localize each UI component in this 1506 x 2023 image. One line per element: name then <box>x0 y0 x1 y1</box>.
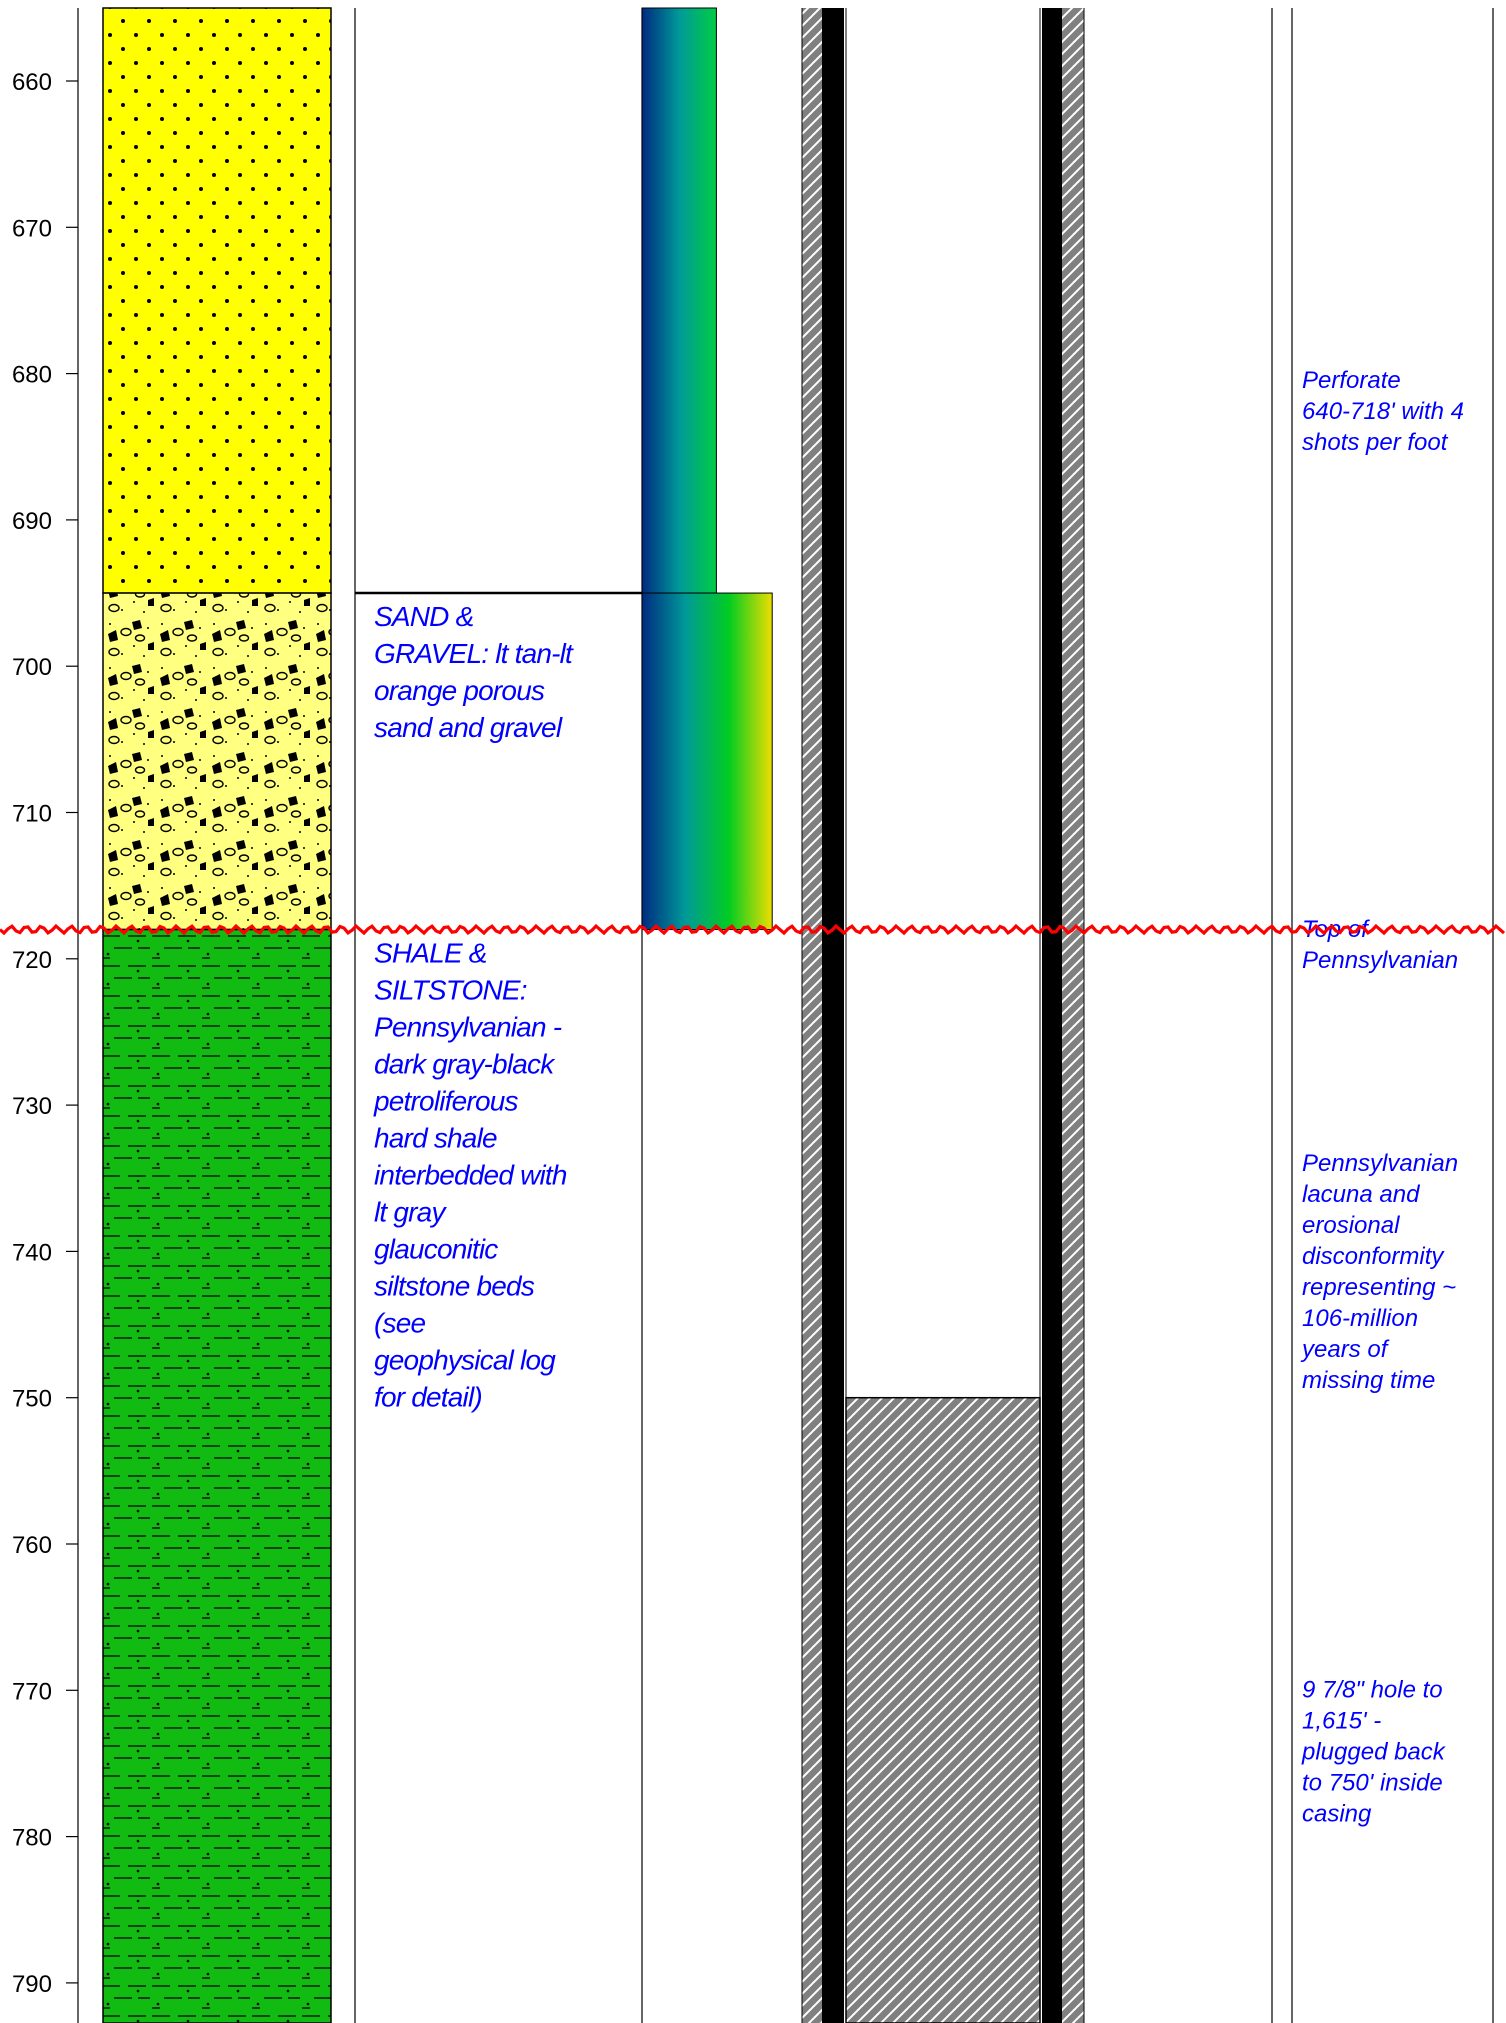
well-note: Pennsylvanian lacuna and erosional disconfo… <box>1300 1150 1458 1394</box>
depth-tick-label: 790 <box>12 1971 52 1998</box>
depth-tick-label: 780 <box>12 1825 52 1852</box>
note-line: 640-718' with 4 <box>1302 398 1464 425</box>
note-line: erosional <box>1302 1212 1400 1239</box>
description-line: hard shale <box>374 1123 497 1154</box>
depth-tick-label: 700 <box>12 654 52 681</box>
lithology-sand <box>102 7 332 594</box>
description-line: glauconitic <box>374 1234 498 1265</box>
description-line: lt gray <box>374 1197 447 1228</box>
depth-tick-label: 720 <box>12 947 52 974</box>
depth-tick-label: 660 <box>12 69 52 96</box>
description-line: dark gray-black <box>374 1049 556 1080</box>
description-line: for detail) <box>374 1382 482 1413</box>
depth-tick-label: 750 <box>12 1386 52 1413</box>
description-line: SAND & <box>374 601 474 632</box>
note-line: missing time <box>1302 1367 1435 1394</box>
unconformity-line <box>0 923 1506 936</box>
depth-tick-label: 680 <box>12 362 52 389</box>
gradient-bar <box>641 592 773 931</box>
description-line: interbedded with <box>374 1160 567 1191</box>
description-line: sand and gravel <box>374 712 563 743</box>
cement-annulus-right <box>1062 8 1084 2023</box>
note-line: 9 7/8" hole to <box>1302 1677 1443 1704</box>
note-line: 106-million <box>1302 1305 1418 1332</box>
note-line: representing ~ <box>1302 1274 1456 1301</box>
casing-wall-right <box>1042 8 1064 2023</box>
description-line: Pennsylvanian - <box>374 1012 562 1043</box>
description-line: (see <box>374 1308 425 1339</box>
note-line: years of <box>1300 1336 1390 1363</box>
lithology-description: SHALE & SILTSTONE: Pennsylvanian - dark gra… <box>373 938 567 1413</box>
well-construction-column <box>801 8 1085 2023</box>
note-line: Pennsylvanian <box>1302 1150 1458 1177</box>
gradient-bar <box>641 7 717 594</box>
cement-annulus-left <box>802 8 824 2023</box>
depth-tick-label: 690 <box>12 508 52 535</box>
depth-axis: 660 670 680 690 700 710 720 730 740 750 760 770 780 7… <box>12 69 78 1998</box>
well-notes-column: Perforate 640-718' with 4 shots per footTo… <box>1300 367 1464 1827</box>
depth-tick-label: 770 <box>12 1678 52 1705</box>
unconformity-wavy-line <box>0 923 1506 936</box>
description-line: SILTSTONE: <box>374 975 527 1006</box>
description-line: GRAVEL: lt tan-lt <box>374 638 574 669</box>
note-line: Pennsylvanian <box>1302 947 1458 974</box>
casing-wall-left <box>822 8 844 2023</box>
note-line: shots per foot <box>1302 429 1449 456</box>
note-line: lacuna and <box>1302 1181 1420 1208</box>
well-note: Perforate 640-718' with 4 shots per foot <box>1302 367 1464 456</box>
note-line: casing <box>1302 1801 1372 1828</box>
lithology-description-column: SAND & GRAVEL: lt tan-lt orange porous sand… <box>355 591 642 1413</box>
cement-plug <box>845 1396 1041 2023</box>
note-line: Perforate <box>1302 367 1401 394</box>
depth-tick-label: 670 <box>12 215 52 242</box>
description-line: geophysical log <box>374 1345 556 1376</box>
lithology-column <box>102 7 332 2023</box>
note-line: to 750' inside <box>1302 1770 1443 1797</box>
description-line: orange porous <box>374 675 545 706</box>
description-line: petroliferous <box>373 1086 518 1117</box>
gradient-bar-column <box>641 7 773 931</box>
note-line: disconformity <box>1302 1243 1445 1270</box>
description-line: SHALE & <box>374 938 487 969</box>
depth-tick-label: 760 <box>12 1532 52 1559</box>
depth-tick-label: 730 <box>12 1093 52 1120</box>
note-line: plugged back <box>1301 1739 1447 1766</box>
lithology-shale-and-siltstone <box>102 928 332 2023</box>
description-line: siltstone beds <box>374 1271 535 1302</box>
depth-tick-label: 740 <box>12 1239 52 1266</box>
depth-tick-label: 710 <box>12 801 52 828</box>
lithology-sand-and-gravel <box>102 592 332 931</box>
well-note: 9 7/8" hole to 1,615' - plugged back to 750… <box>1301 1677 1447 1828</box>
note-line: 1,615' - <box>1302 1708 1381 1735</box>
lithology-description: SAND & GRAVEL: lt tan-lt orange porous sand… <box>374 601 574 743</box>
